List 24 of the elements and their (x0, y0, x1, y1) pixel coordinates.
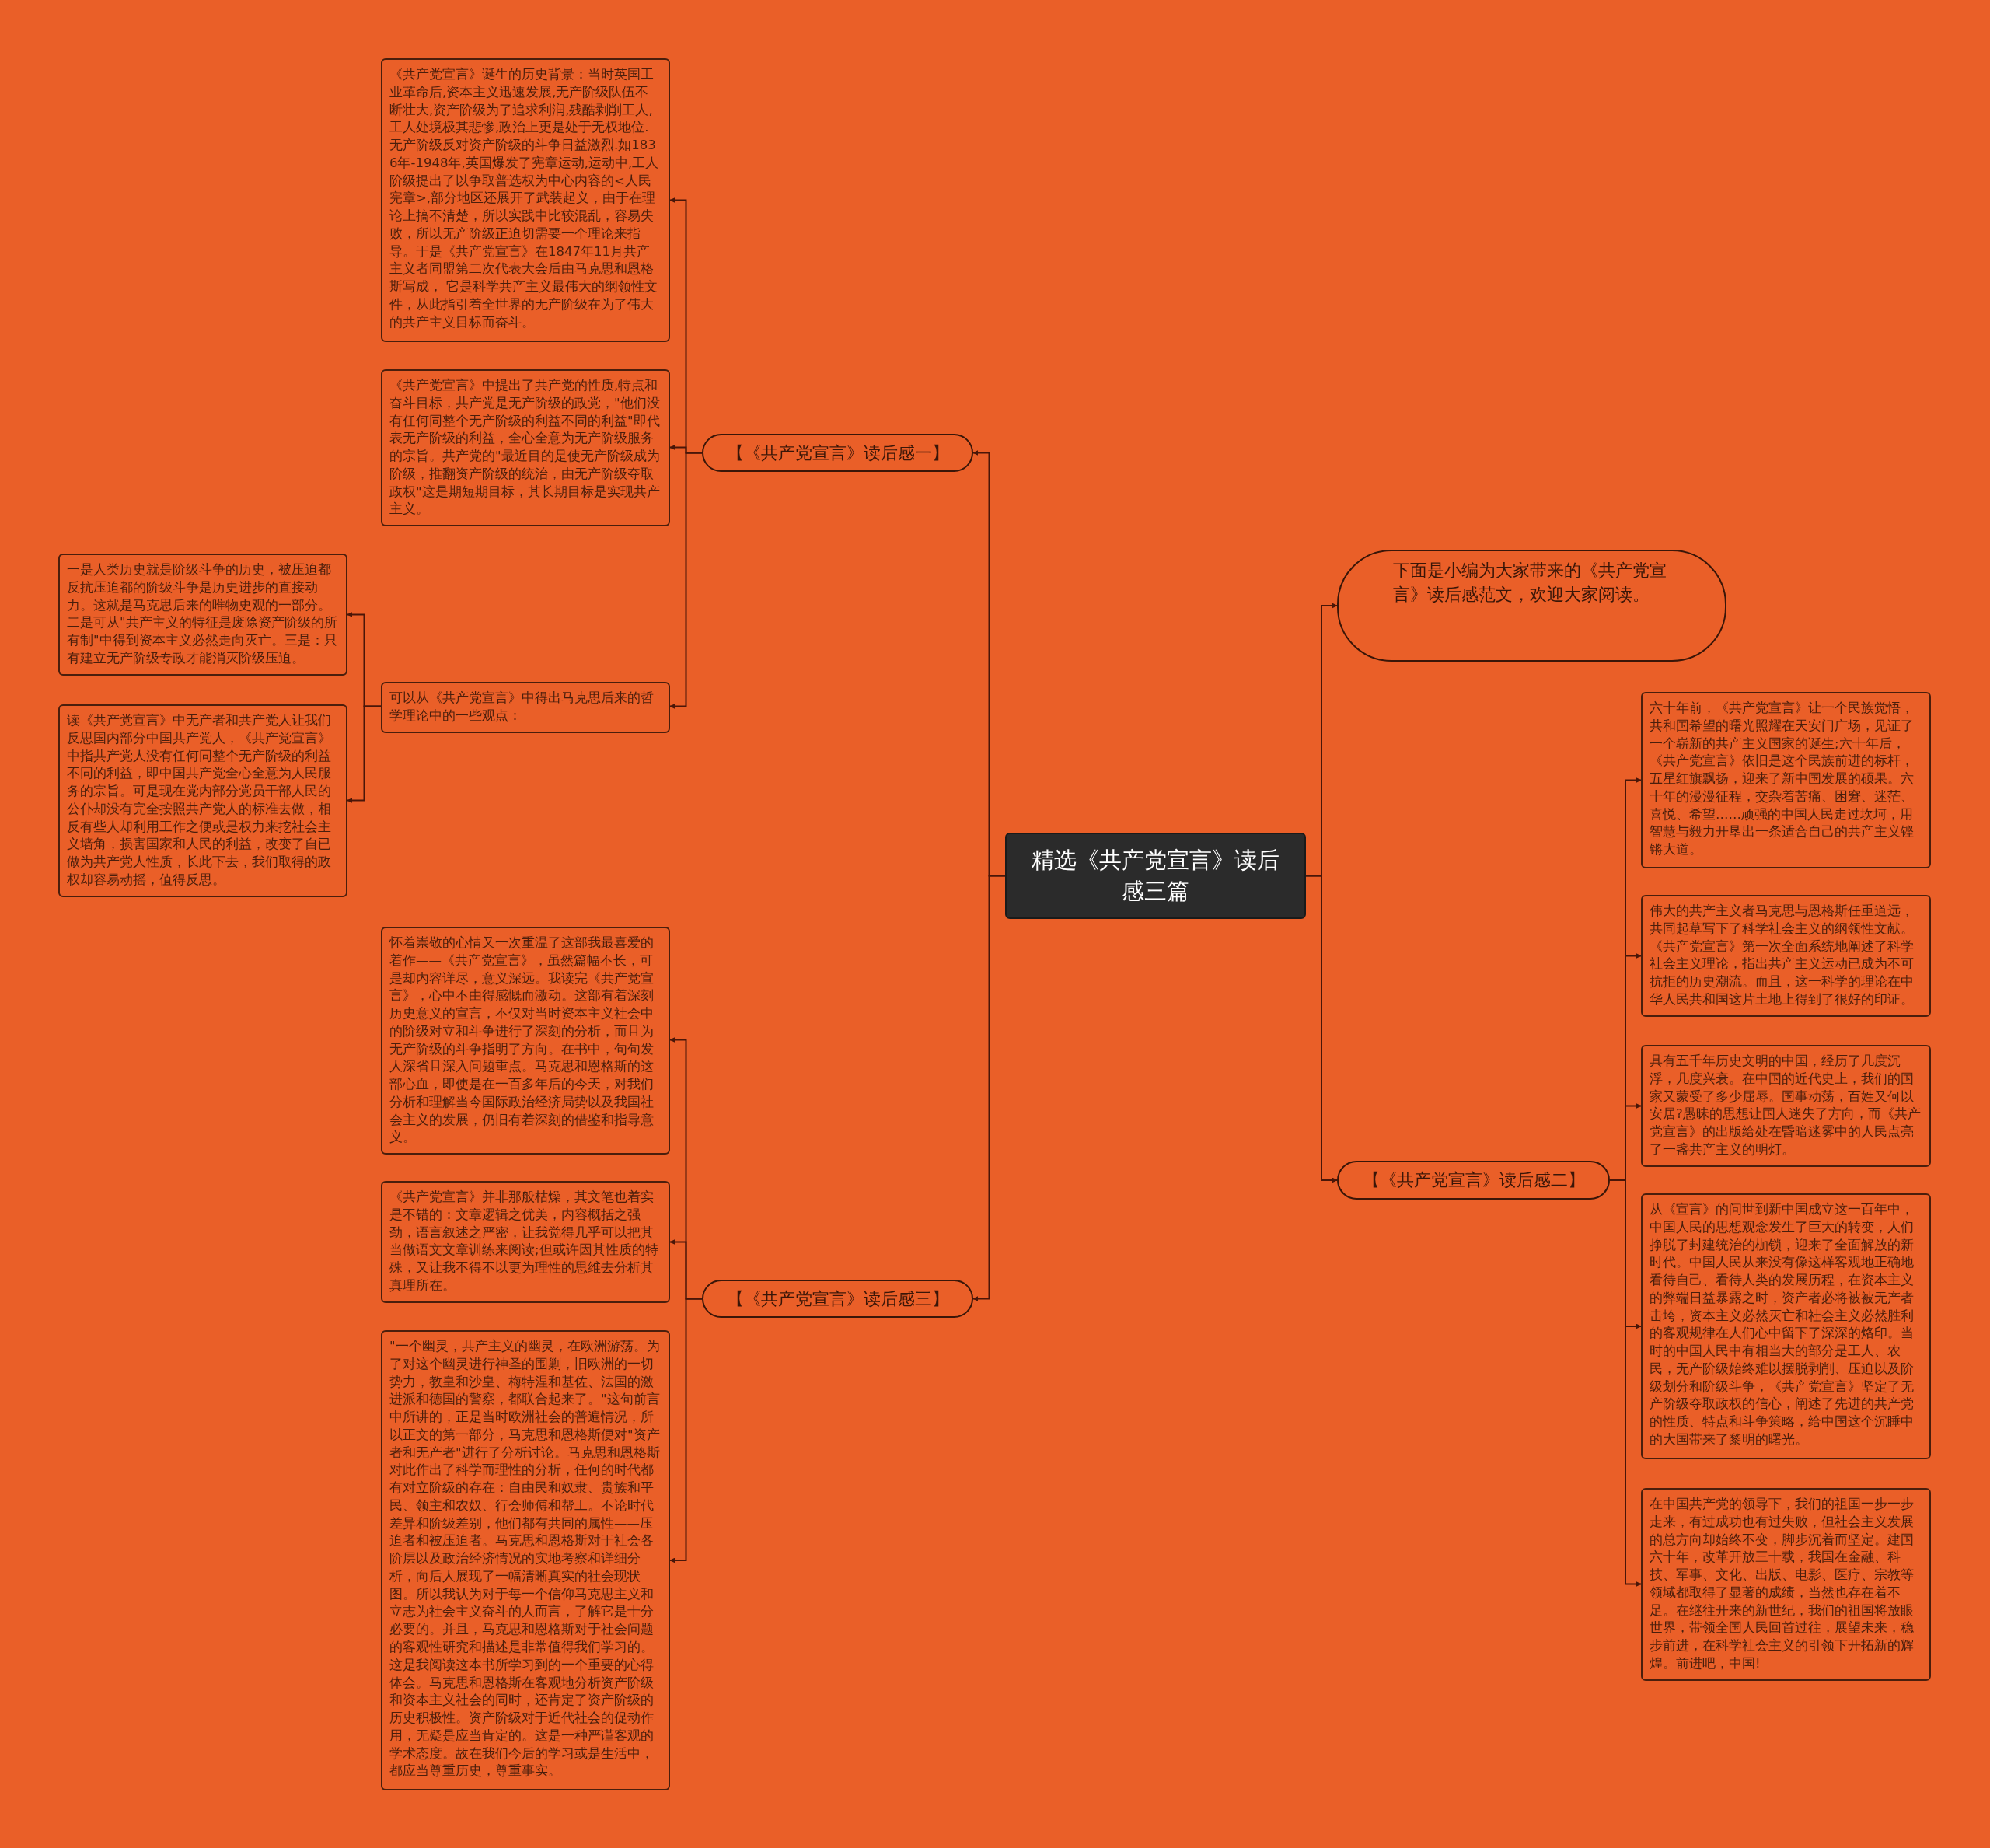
connector-arrow (1305, 875, 1338, 1183)
note-card: 《共产党宣言》并非那般枯燥，其文笔也着实是不错的：文章逻辑之优美，内容概括之强劲，语言叙述之严密，让我觉得几乎可以把其当做语文文章训练来阅读;但或许因其性质的特殊，又让我不得不以更为理性的思维去分析其真理所在。 (381, 1181, 670, 1303)
note-card: 在中国共产党的领导下，我们的祖国一步一步走来，有过成功也有过失败，但社会主义发展的总方向却始终不变，脚步沉着而坚定。建国六十年，改革开放三十载，我国在金融、科技、军事、文化、出版、电影、医疗、宗教等领域都取得了显著的成绩，当然也存在着不足。在继往开来的新世纪，我们的祖国将放眼世界，带领全国人民回首过往，展望未来，稳步前进，在科学社会主义的引领下开拓新的辉煌。前进吧，中国! (1641, 1488, 1931, 1681)
note-card: 《共产党宣言》诞生的历史背景：当时英国工业革命后,资本主义迅速发展,无产阶级队伍不断壮大,资产阶级为了追求利润,残酷剥削工人,工人处境极其悲惨,政治上更是处于无权地位.无产阶级反对资产阶级的斗争日益激烈.如1836年-1948年,英国爆发了宪章运动,运动中,工人阶级提出了以争取普选权为中心内容的<人民宪章>,部分地区还展开了武装起义，由于在理论上搞不清楚，所以实践中比较混乱，容易失败，所以无产阶级正迫切需要一个理论来指导。于是《共产党宣言》在1847年11月共产主义者同盟第二次代表大会后由马克思和恩格斯写成， 它是科学共产主义最伟大的纲领性文件，从此指引着全世界的无产阶级在为了伟大的共产主义目标而奋斗。 (381, 58, 670, 342)
connector-arrow (669, 1298, 703, 1563)
central-topic: 精选《共产党宣言》读后感三篇 (1005, 833, 1306, 919)
note-card: 具有五千年历史文明的中国，经历了几度沉浮，几度兴衰。在中国的近代史上，我们的国家又蒙受了多少屈辱。国事动荡，百姓又何以安居?愚昧的思想让国人迷失了方向，而《共产党宣言》的出版给处在昏暗迷雾中的人民点亮了一盏共产主义的明灯。 (1641, 1045, 1931, 1167)
note-card: 从《宣言》的问世到新中国成立这一百年中，中国人民的思想观念发生了巨大的转变，人们挣脱了封建统治的枷锁，迎来了全面解放的新时代。中国人民从来没有像这样客观地正确地看待自己、看待人类的发展历程，在资本主义的弊端日益暴露之时，资产者必将被被无产者击垮，资本主义必然灭亡和社会主义必然胜利的客观规律在人们心中留下了深深的烙印。当时的中国人民中有相当大的部分是工人、农民，无产阶级始终难以摆脱剥削、压迫以及阶级划分和阶级斗争，《共产党宣言》坚定了无产阶级夺取政权的信心，阐述了先进的共产党的性质、特点和斗争策略，给中国这个沉睡中的大国带来了黎明的曙光。 (1641, 1193, 1931, 1459)
note-card: 怀着崇敬的心情又一次重温了这部我最喜爱的着作——《共产党宣言》，虽然篇幅不长，可是却内容详尽，意义深远。我读完《共产党宣言》，心中不由得感慨而激动。这部有着深刻历史意义的宣言，不仅对当时资本主义社会中的阶级对立和斗争进行了深刻的分析，而且为无产阶级的斗争指明了方向。在书中，句句发人深省且深入问题重点。马克思和恩格斯的这部心血，即使是在一百多年后的今天，对我们分析和理解当今国际政治经济局势以及我国社会主义的发展，仍旧有着深刻的借鉴和指导意义。 (381, 927, 670, 1155)
note-card: "一个幽灵，共产主义的幽灵，在欧洲游荡。为了对这个幽灵进行神圣的围剿，旧欧洲的一切势力，教皇和沙皇、梅特涅和基佐、法国的激进派和德国的警察，都联合起来了。"这句前言中所讲的，正是当时欧洲社会的普遍情况，所以正文的第一部分，马克思和恩格斯便对"资产者和无产者"进行了分析讨论。马克思和恩格斯对此作出了科学而理性的分析，任何的时代都有对立阶级的存在：自由民和奴隶、贵族和平民、领主和农奴、行会师傅和帮工。不论时代差异和阶级差别，他们都有共同的属性——压迫者和被压迫者。马克思和恩格斯对于社会各阶层以及政治经济情况的实地考察和详细分析，向后人展现了一幅清晰真实的社会现状图。所以我认为对于每一个信仰马克思主义和立志为社会主义奋斗的人而言，了解它是十分必要的。并且，马克思和恩格斯对于社会问题的客观性研究和描述是非常值得我们学习的。这是我阅读这本书所学习到的一个重要的心得体会。马克思和恩格斯在客观地分析资产阶级和资本主义社会的同时，还肯定了资产阶级的历史积极性。资产阶级对于近代社会的促动作用，无疑是应当肯定的。这是一种严谨客观的学术态度。故在我们今后的学习或是生活中，都应当尊重历史，尊重事实。 (381, 1330, 670, 1790)
branch-topic: 【《共产党宣言》读后感一】 (702, 434, 973, 472)
intro-bubble: 下面是小编为大家带来的《共产党宣言》读后感范文，欢迎大家阅读。 (1337, 550, 1726, 662)
connector-arrow (347, 705, 382, 803)
note-card: 六十年前，《共产党宣言》让一个民族觉悟，共和国希望的曙光照耀在天安门广场，见证了一个崭新的共产主义国家的诞生;六十年后，《共产党宣言》依旧是这个民族前进的标杆，五星红旗飘扬，迎来了新中国发展的硕果。六十年的漫漫征程，交杂着苦痛、困窘、迷茫、喜悦、希望……顽强的中国人民走过坎坷，用智慧与毅力开垦出一条适合自己的共产主义铿锵大道。 (1641, 692, 1931, 868)
note-card: 伟大的共产主义者马克思与恩格斯任重道远，共同起草写下了科学社会主义的纲领性文献。《共产党宣言》第一次全面系统地阐述了科学社会主义理论，指出共产主义运动已成为不可抗拒的历史潮流。而且，这一科学的理论在中华人民共和国这片土地上得到了很好的印证。 (1641, 895, 1931, 1017)
connector-arrow (669, 452, 703, 709)
connector-arrow (972, 875, 1006, 1301)
note-card: 《共产党宣言》中提出了共产党的性质,特点和奋斗目标，共产党是无产阶级的政党，"他们没有任何同整个无产阶级的利益不同的利益"即代表无产阶级的利益，全心全意为无产阶级服务的宗旨。共产党的"最近目的是使无产阶级成为阶级，推翻资产阶级的统治，由无产阶级夺取政权"这是期短期目标，其长期目标是实现共产主义。 (381, 369, 670, 527)
note-card: 可以从《共产党宣言》中得出马克思后来的哲学理论中的一些观点： (381, 682, 670, 733)
note-card: 读《共产党宣言》中无产者和共产党人让我们反思国内部分中国共产党人，《共产党宣言》中指共产党人没有任何同整个无产阶级的利益不同的利益，即中国共产党全心全意为人民服务的宗旨。可是现在党内部分党员干部人民的公仆却没有完全按照共产党人的标准去做，相反有些人却利用工作之便或是权力来挖社会主义墙角，损害国家和人民的利益，改变了自已做为共产党人性质，长此下去，我们取得的政权却容易动摇，值得反思。 (58, 704, 347, 897)
note-card: 一是人类历史就是阶级斗争的历史，被压迫都反抗压迫都的阶级斗争是历史进步的直接动力。这就是马克思后来的唯物史观的一部分。二是可从"共产主义的特征是废除资产阶级的所有制"中得到资本主义必然走向灭亡。三是：只有建立无产阶级专政才能消灭阶级压迫。 (58, 554, 347, 676)
branch-topic: 【《共产党宣言》读后感三】 (702, 1280, 973, 1318)
branch-topic: 【《共产党宣言》读后感二】 (1337, 1161, 1610, 1200)
connector-arrow (1609, 1179, 1642, 1587)
